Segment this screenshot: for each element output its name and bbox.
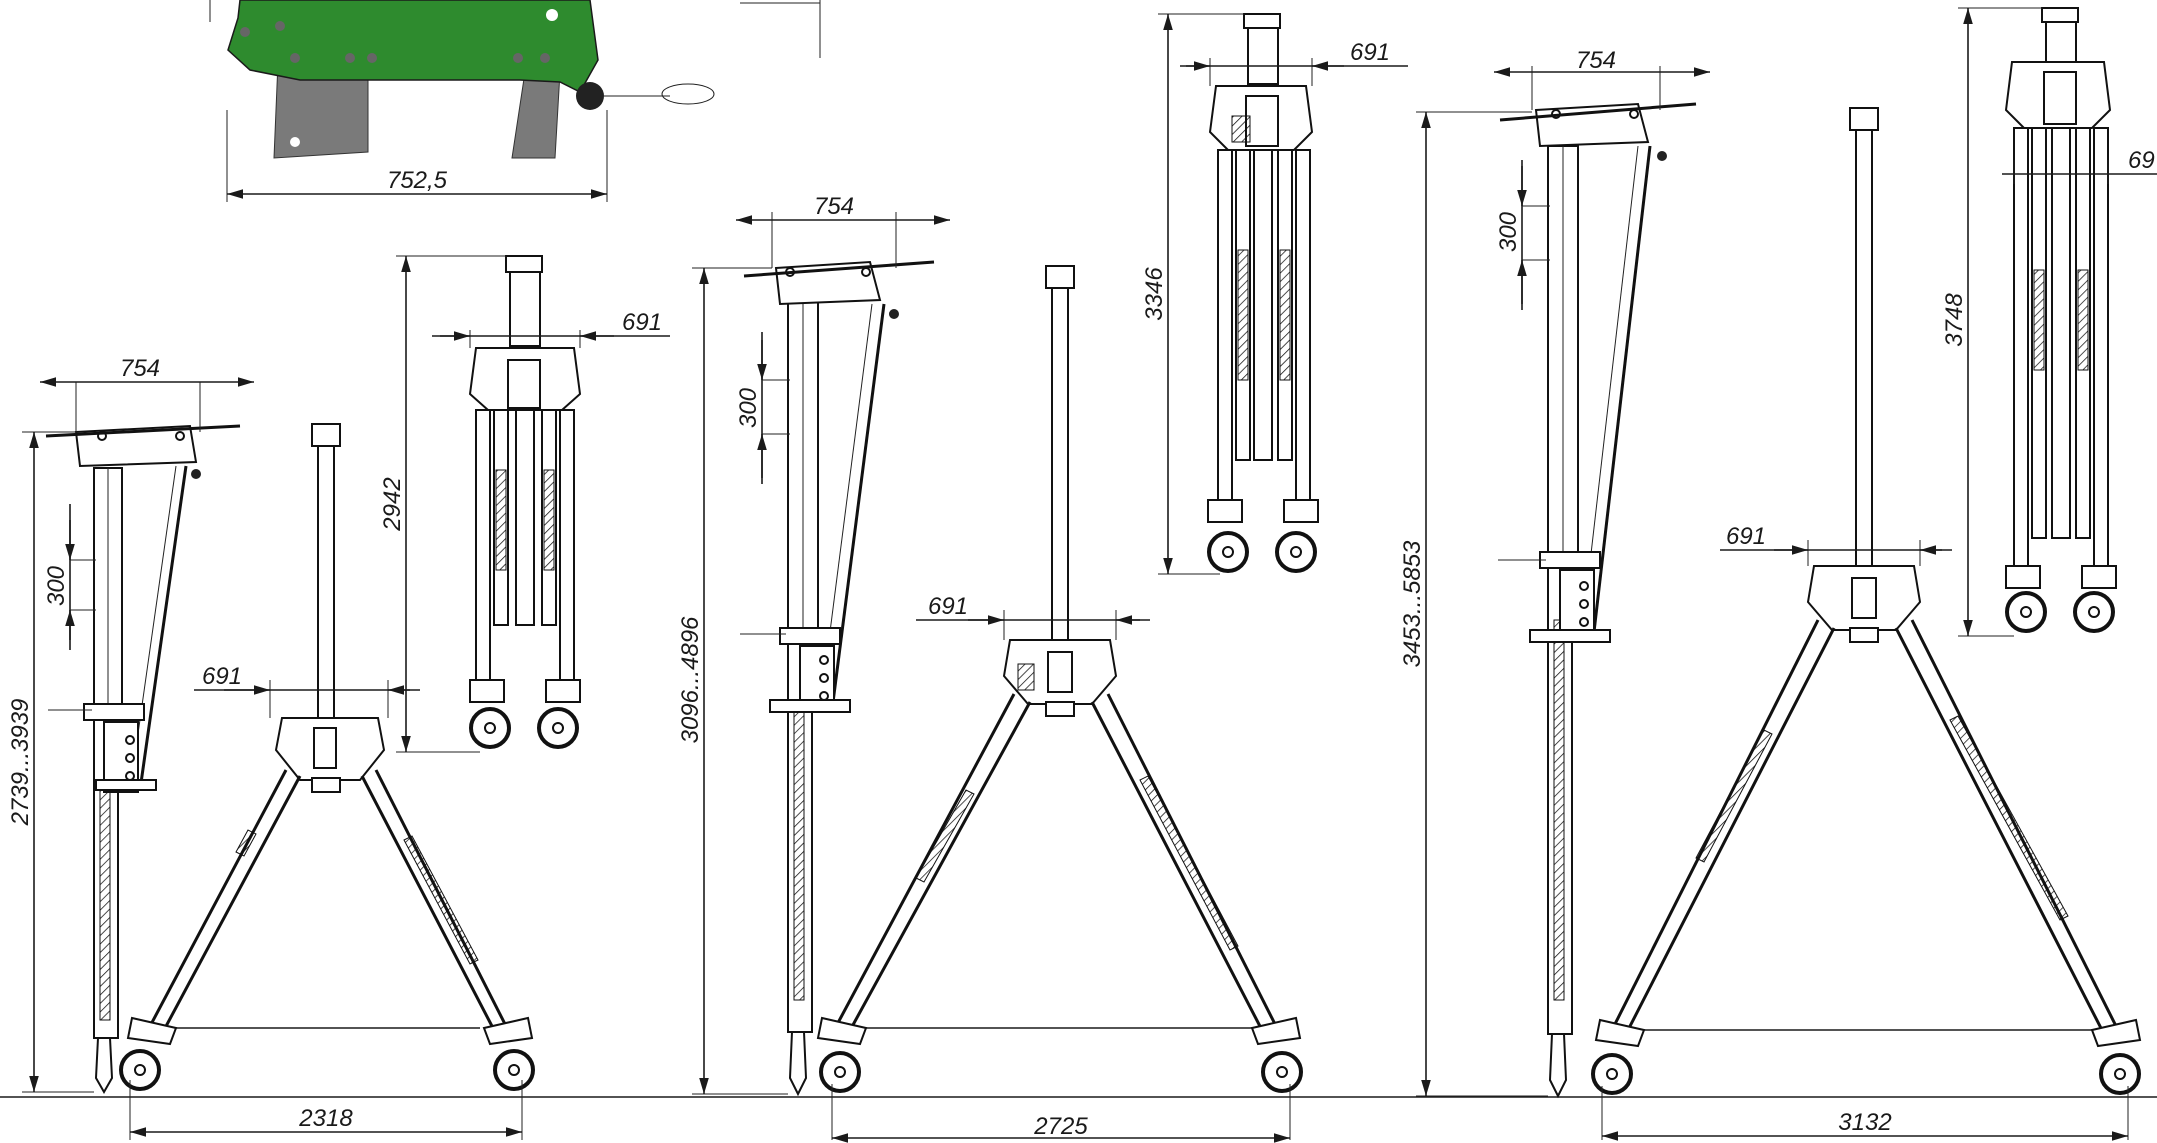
medium-beam-dim: 754: [814, 193, 854, 220]
large-folded-height-dim: 3748: [1941, 293, 1968, 347]
small-folded-height-dim: 2942: [379, 477, 406, 531]
bracket-grey-leg-right: [511, 71, 561, 159]
large-side-view: [1498, 102, 1697, 1099]
large-base-width-dim: 3132: [1838, 1109, 1891, 1136]
large-hole-spacing-dim: 300: [1495, 211, 1522, 252]
large-beam-dim: 754: [1576, 47, 1616, 74]
medium-folded-height-dim: 3346: [1141, 267, 1168, 321]
small-base-width-dim: 2318: [298, 1105, 353, 1132]
small-front-view: [119, 423, 535, 1091]
small-top-width-dim: 691: [202, 663, 242, 690]
medium-folded-view: [1207, 13, 1319, 573]
large-folded-width-dim: 69: [2128, 147, 2155, 174]
small-side-view: [45, 424, 241, 1095]
small-folded-width-dim: 691: [622, 309, 662, 336]
bracket-pulley: [576, 82, 604, 110]
small-folded-view: [468, 255, 582, 749]
small-height-dim: 2739...3939: [7, 699, 34, 827]
small-hole-spacing-dim: 300: [43, 565, 70, 606]
medium-height-dim: 3096...4896: [677, 616, 704, 743]
small-beam-dim: 754: [120, 355, 160, 382]
bracket-green-plate: [227, 0, 599, 93]
large-top-width-dim: 691: [1726, 523, 1766, 550]
gantry-medium: 754 300 3096...4896: [677, 13, 1408, 1143]
medium-folded-width-dim: 691: [1350, 39, 1390, 66]
large-height-dim: 3453...5853: [1399, 540, 1426, 667]
bracket-cable-loop: [661, 83, 715, 105]
large-front-view: [1591, 107, 2142, 1095]
large-folded-view: [2004, 7, 2117, 633]
medium-top-width-dim: 691: [928, 593, 968, 620]
gantry-large: 754 300 3453...5853: [1399, 7, 2157, 1141]
medium-hole-spacing-dim: 300: [735, 387, 762, 428]
medium-front-view: [816, 265, 1303, 1093]
medium-base-width-dim: 2725: [1033, 1113, 1088, 1140]
gantry-small: 754 300 2739...3939: [7, 255, 670, 1140]
bracket-detail: 752,5: [209, 0, 821, 202]
medium-side-view: [740, 260, 935, 1097]
detail-width-dim: 752,5: [387, 167, 448, 194]
